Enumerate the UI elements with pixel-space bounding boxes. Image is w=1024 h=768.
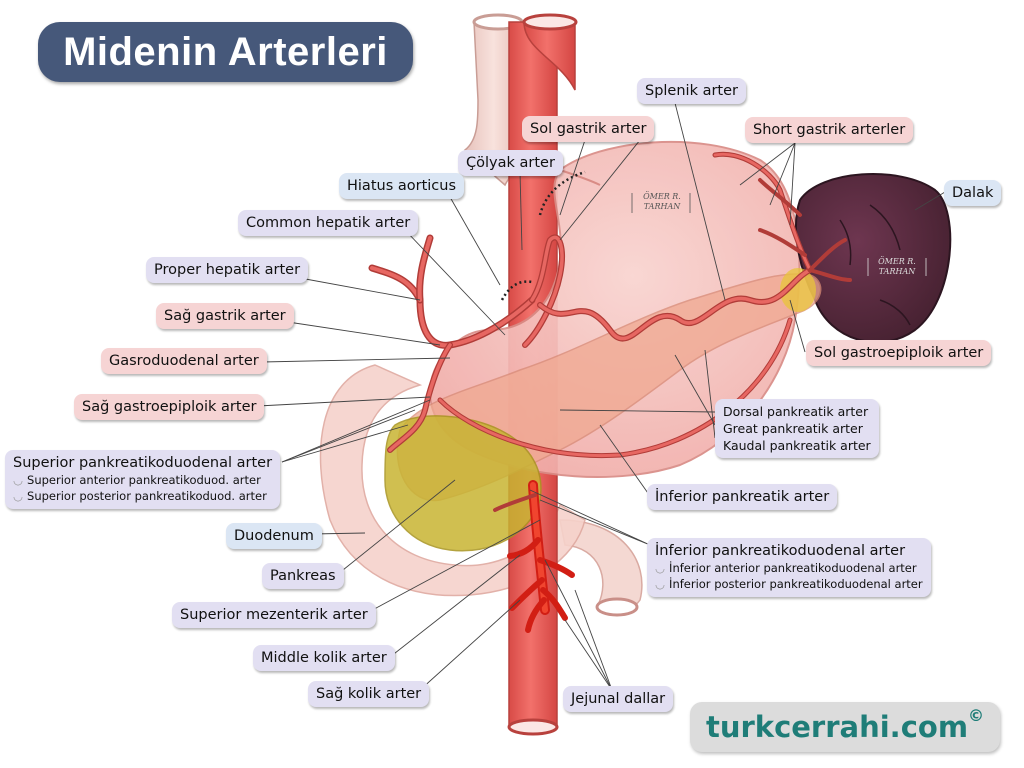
- bullet-icon: ◡: [655, 561, 666, 575]
- label-superior-pankreatikoduodenal-arter: Superior pankreatikoduodenal arter: [13, 455, 273, 471]
- duodenum-shape: [319, 364, 586, 597]
- label-hiatus-aorticus: Hiatus aorticus: [339, 173, 465, 199]
- watermark-line-2: TARHAN: [643, 202, 681, 211]
- label-splenik-arter: Splenik arter: [637, 78, 746, 104]
- watermark-line-1: ÖMER R.: [643, 192, 681, 201]
- label-colyak-arter: Çölyak arter: [458, 150, 563, 176]
- label-inf-anterior: İnferior anterior pankreatikoduodenal ar…: [669, 561, 917, 575]
- label-inferior-pankreatik-arter: İnferior pankreatik arter: [647, 484, 838, 510]
- bullet-icon: ◡: [655, 577, 666, 591]
- label-superior-mezenterik-arter: Superior mezenterik arter: [172, 602, 376, 628]
- page-title: Midenin Arterleri: [38, 22, 413, 82]
- brand-watermark: turkcerrahi.com©: [690, 702, 1000, 752]
- label-sol-gastrik-arter: Sol gastrik arter: [522, 116, 655, 142]
- label-middle-kolik-arter: Middle kolik arter: [253, 645, 395, 671]
- bullet-icon: ◡: [13, 473, 24, 487]
- label-inferior-pankreatikoduodenal-arter: İnferior pankreatikoduodenal arter: [655, 543, 906, 559]
- label-sup-anterior-item: ◡Superior anterior pankreatikoduod. arte…: [13, 472, 272, 488]
- watermark-stomach-text: ÖMER R. TARHAN: [636, 192, 688, 212]
- label-inferior-pankreatikoduodenal-group: İnferior pankreatikoduodenal arter ◡İnfe…: [647, 538, 931, 597]
- artery-network: [368, 151, 852, 633]
- jejunum-loop: [559, 519, 643, 617]
- brand-text: turkcerrahi.com: [705, 710, 969, 744]
- label-short-gastrik-arterler: Short gastrik arterler: [745, 117, 914, 143]
- label-dorsal-pankreatik-arter: Dorsal pankreatik arter: [723, 404, 869, 419]
- watermark-spleen: [867, 258, 927, 276]
- label-kaudal-pankreatik-arter: Kaudal pankreatik arter: [723, 438, 871, 453]
- label-inf-posterior: İnferior posterior pankreatikoduodenal a…: [669, 577, 923, 591]
- label-jejunal-dallar: Jejunal dallar: [563, 686, 674, 712]
- label-great-pankreatik-arter: Great pankreatik arter: [723, 421, 863, 436]
- label-dalak: Dalak: [944, 180, 1002, 206]
- watermark-line-1: ÖMER R.: [878, 257, 916, 266]
- bullet-icon: ◡: [13, 489, 24, 503]
- label-pankreatik-group: Dorsal pankreatik arter Great pankreatik…: [715, 399, 879, 458]
- label-gasroduodenal-arter: Gasroduodenal arter: [101, 348, 267, 374]
- label-sup-posterior-item: ◡Superior posterior pankreatikoduod. art…: [13, 488, 272, 504]
- label-sup-posterior: Superior posterior pankreatikoduod. arte…: [27, 489, 267, 503]
- watermark-line-2: TARHAN: [878, 267, 916, 276]
- label-inf-anterior-item: ◡İnferior anterior pankreatikoduodenal a…: [655, 560, 923, 576]
- label-common-hepatik-arter: Common hepatik arter: [238, 210, 419, 236]
- label-pankreas: Pankreas: [262, 563, 344, 589]
- label-sup-anterior: Superior anterior pankreatikoduod. arter: [27, 473, 261, 487]
- watermark-stomach: [631, 193, 691, 213]
- leader-lines: [257, 102, 946, 691]
- label-sol-gastroepiploik-arter: Sol gastroepiploik arter: [806, 340, 992, 366]
- label-inf-posterior-item: ◡İnferior posterior pankreatikoduodenal …: [655, 576, 923, 592]
- watermark-spleen-text: ÖMER R. TARHAN: [871, 257, 923, 277]
- label-proper-hepatik-arter: Proper hepatik arter: [146, 257, 309, 283]
- label-superior-pankreatikoduodenal-group: Superior pankreatikoduodenal arter ◡Supe…: [5, 450, 281, 509]
- pancreas-head: [384, 415, 542, 552]
- hiatus-outline: [500, 170, 586, 301]
- label-sag-kolik-arter: Sağ kolik arter: [308, 681, 430, 707]
- label-duodenum: Duodenum: [226, 523, 322, 549]
- copyright-mark: ©: [968, 706, 985, 725]
- label-sag-gastroepiploik-arter: Sağ gastroepiploik arter: [74, 394, 265, 420]
- label-sag-gastrik-arter: Sağ gastrik arter: [156, 303, 294, 329]
